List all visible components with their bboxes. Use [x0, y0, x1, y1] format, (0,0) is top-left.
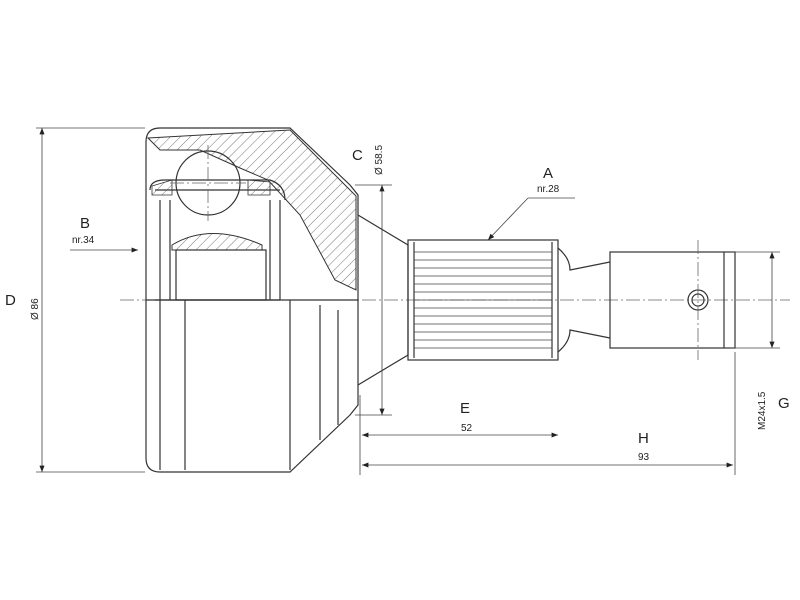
label-e: E [460, 400, 470, 417]
dim-a-leader [487, 197, 529, 241]
label-b-value: nr.34 [72, 235, 95, 246]
label-a: A [543, 165, 553, 182]
label-b: B [80, 215, 90, 232]
spline-shaft [407, 239, 611, 361]
label-c: C [352, 147, 363, 164]
label-e-value: 52 [461, 423, 473, 434]
label-a-value: nr.28 [537, 184, 560, 195]
label-h: H [638, 430, 649, 447]
label-g: G [778, 395, 790, 412]
lower-housing [146, 299, 358, 470]
label-g-value: M24x1.5 [757, 391, 768, 430]
label-d-value: Ø 86 [30, 298, 41, 320]
ball-circle [175, 150, 241, 216]
label-c-value: Ø 58.5 [374, 145, 385, 175]
thread-stub [609, 240, 736, 360]
label-d: D [5, 292, 16, 309]
label-h-value: 93 [638, 452, 650, 463]
